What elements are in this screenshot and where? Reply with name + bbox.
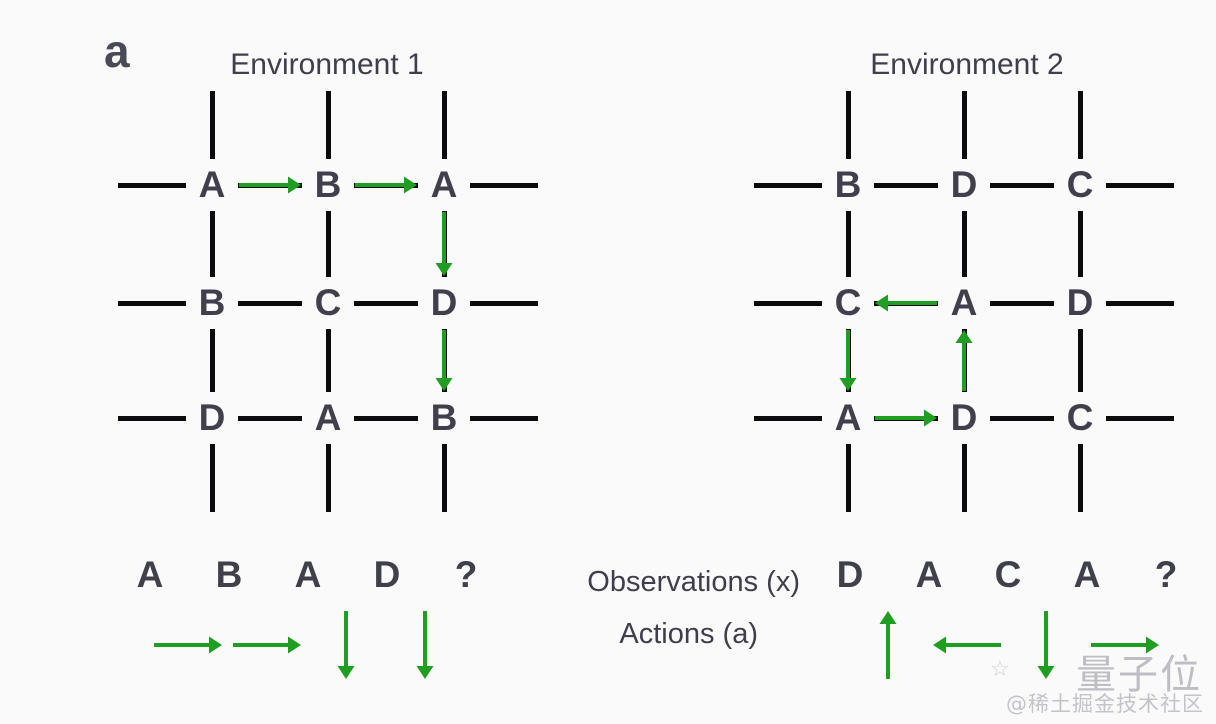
grid-line-v-col2-bottom-stub — [1078, 444, 1083, 512]
grid-line-v-col2-top-stub — [1078, 91, 1083, 159]
env2-cell-r1c0: C — [834, 282, 862, 323]
grid-line-h-row2-seg1 — [354, 416, 418, 421]
env2-cell-r0c1: D — [950, 164, 978, 205]
grid-line-v-col0-top-stub — [846, 91, 851, 159]
grid-line-v-col0-seg0 — [210, 211, 215, 277]
actions-label: Actions (a) — [619, 618, 758, 650]
env2-cell-r2c1: D — [950, 397, 978, 438]
env1-cell-r0c2: A — [430, 164, 458, 205]
grid-line-v-col1-top-stub — [326, 91, 331, 159]
seq-left-observation-3: D — [373, 554, 401, 595]
grid-line-h-row1-seg1 — [354, 301, 418, 306]
grid-line-h-row0-right-stub — [470, 183, 538, 188]
panel-label-a: a — [104, 25, 130, 77]
grid-line-v-col1-seg0 — [962, 211, 967, 277]
env2-arrow-up-r2c1-to-r1c1 — [955, 330, 973, 391]
seq-left-observation-2: A — [294, 554, 322, 595]
grid-line-v-col1-top-stub — [962, 91, 967, 159]
seq-right-action-1-arrow-left — [932, 636, 1001, 654]
grid-line-v-col0-seg0 — [846, 211, 851, 277]
env1-arrow-right-r0c0-to-r0c1 — [239, 176, 301, 194]
grid-line-h-row0-seg0 — [874, 183, 938, 188]
environment-2-title: Environment 2 — [870, 48, 1064, 81]
grid-line-h-row1-left-stub — [754, 301, 822, 306]
grid-line-v-col2-seg0 — [1078, 211, 1083, 277]
grid-line-h-row1-seg0 — [238, 301, 302, 306]
env1-cell-r1c2: D — [430, 282, 458, 323]
seq-right-action-3-arrow-right — [1090, 636, 1159, 654]
grid-line-v-col1-bottom-stub — [326, 444, 331, 512]
grid-line-v-col0-bottom-stub — [846, 444, 851, 512]
grid-line-v-col1-seg1 — [326, 329, 331, 392]
seq-left-observation-0: A — [136, 554, 164, 595]
env2-cell-r2c0: A — [834, 397, 862, 438]
grid-line-h-row2-seg1 — [990, 416, 1054, 421]
grid-line-h-row0-seg1 — [990, 183, 1054, 188]
env1-arrow-right-r0c1-to-r0c2 — [355, 176, 417, 194]
grid-line-h-row0-right-stub — [1106, 183, 1174, 188]
sequence-legend: Observations (x) Actions (a) — [430, 556, 800, 660]
environment-1-grid: A B A B C D D A B — [110, 90, 550, 520]
env2-cell-r0c0: B — [834, 164, 862, 205]
env2-cell-r2c2: C — [1066, 397, 1094, 438]
seq-left-observation-1: B — [215, 554, 243, 595]
grid-line-v-col2-bottom-stub — [442, 444, 447, 512]
observations-label: Observations (x) — [587, 566, 800, 598]
env1-arrow-down-r0c2-to-r1c2 — [435, 212, 453, 276]
env1-cell-r0c1: B — [314, 164, 342, 205]
grid-line-v-col1-bottom-stub — [962, 444, 967, 512]
grid-line-h-row1-seg1 — [990, 301, 1054, 306]
grid-line-v-col0-bottom-stub — [210, 444, 215, 512]
seq-right-observation-2: C — [994, 554, 1022, 595]
grid-line-h-row0-left-stub — [754, 183, 822, 188]
seq-left-action-0-arrow-right — [153, 636, 222, 654]
grid-line-h-row2-left-stub — [118, 416, 186, 421]
sequence-environment-2: D A C A? — [810, 552, 1210, 702]
seq-left-action-2-arrow-down — [337, 611, 354, 679]
grid-line-h-row0-left-stub — [118, 183, 186, 188]
seq-right-observation-0: D — [836, 554, 864, 595]
env1-cell-r0c0: A — [198, 164, 226, 205]
env1-cell-r1c1: C — [314, 282, 342, 323]
env1-cell-r2c1: A — [314, 397, 342, 438]
environment-2-grid: B D C C A D A D C — [746, 90, 1186, 520]
grid-line-v-col2-top-stub — [442, 91, 447, 159]
grid-line-v-col0-top-stub — [210, 91, 215, 159]
env1-arrow-down-r1c2-to-r2c2 — [435, 330, 453, 391]
grid-line-h-row1-right-stub — [1106, 301, 1174, 306]
seq-right-observation-4: ? — [1154, 554, 1178, 595]
grid-line-h-row2-seg0 — [238, 416, 302, 421]
grid-line-h-row1-left-stub — [118, 301, 186, 306]
grid-line-h-row2-right-stub — [470, 416, 538, 421]
sequence-environment-1: A B A D? — [110, 552, 530, 702]
env2-arrow-down-r1c0-to-r2c0 — [839, 330, 857, 391]
env2-arrow-right-r2c0-to-r2c1 — [875, 409, 937, 427]
env1-cell-r2c2: B — [430, 397, 458, 438]
seq-left-observation-4: ? — [454, 554, 478, 595]
environment-1-title: Environment 1 — [230, 48, 424, 81]
env2-cell-r0c2: C — [1066, 164, 1094, 205]
env1-cell-r2c0: D — [198, 397, 226, 438]
grid-line-h-row2-right-stub — [1106, 416, 1174, 421]
seq-right-observation-3: A — [1073, 554, 1101, 595]
seq-left-action-1-arrow-right — [232, 636, 301, 654]
grid-line-v-col2-seg1 — [1078, 329, 1083, 392]
seq-left-action-3-arrow-down — [416, 611, 433, 679]
grid-line-v-col0-seg1 — [210, 329, 215, 392]
env2-cell-r1c2: D — [1066, 282, 1094, 323]
grid-line-h-row2-left-stub — [754, 416, 822, 421]
env2-cell-r1c1: A — [950, 282, 978, 323]
grid-line-v-col1-seg0 — [326, 211, 331, 277]
seq-right-action-0-arrow-up — [879, 611, 896, 679]
env2-arrow-left-r1c1-to-r1c0 — [875, 294, 937, 312]
seq-right-action-2-arrow-down — [1037, 611, 1054, 679]
env1-cell-r1c0: B — [198, 282, 226, 323]
grid-line-h-row1-right-stub — [470, 301, 538, 306]
seq-right-observation-1: A — [915, 554, 943, 595]
